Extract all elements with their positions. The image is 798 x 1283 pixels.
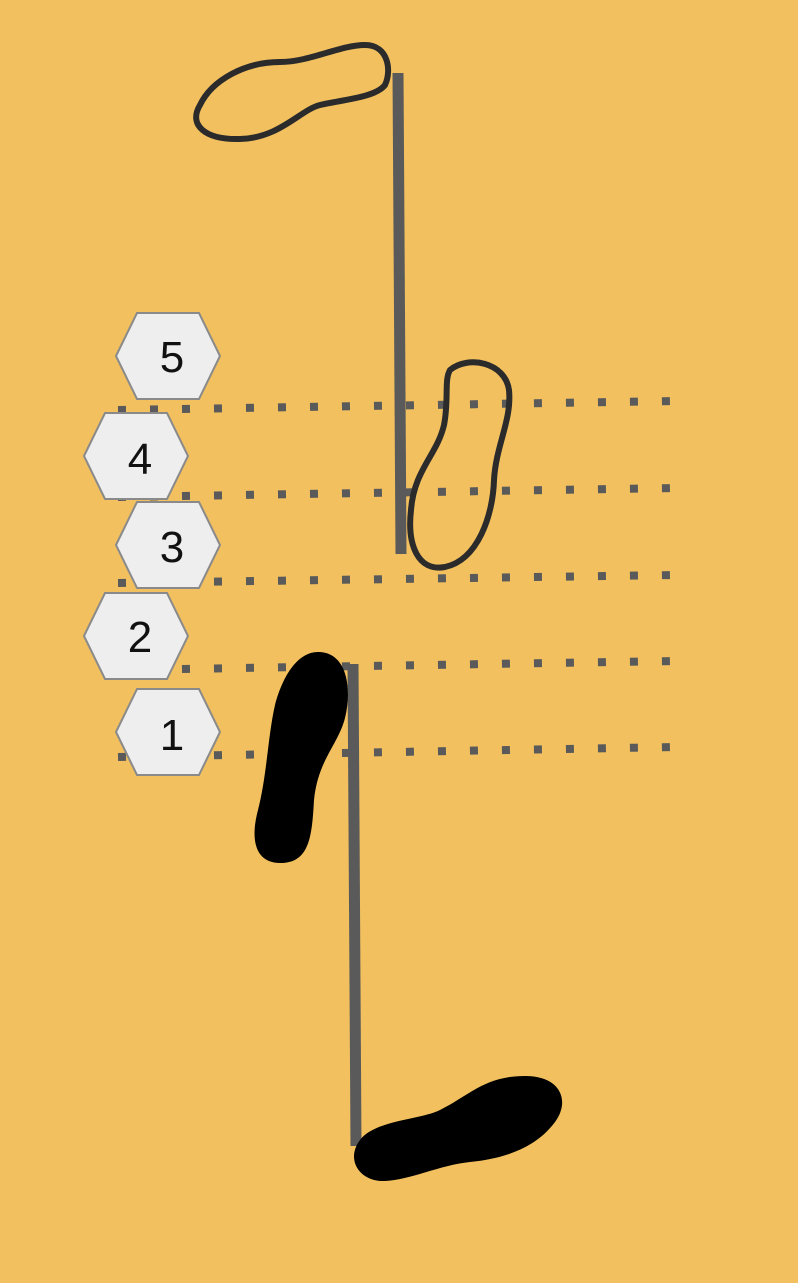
hexagon-shape xyxy=(114,312,222,400)
hexagon-shape xyxy=(114,501,222,589)
hex-label-3: 3 xyxy=(114,501,222,589)
hexagon-shape xyxy=(82,592,190,680)
hex-label-text: 4 xyxy=(128,435,152,484)
hexagon-shape xyxy=(114,688,222,776)
guide-line-lower xyxy=(347,663,362,1147)
hex-label-text: 3 xyxy=(160,523,184,572)
hex-label-1: 1 xyxy=(114,688,222,776)
footprint-filled-upright xyxy=(254,652,348,864)
guide-lines xyxy=(347,72,407,1147)
hex-label-5: 5 xyxy=(114,312,222,400)
hexagon-shape xyxy=(82,412,190,500)
hex-label-text: 2 xyxy=(128,613,152,662)
hex-label-4: 4 xyxy=(82,412,190,500)
count-line-2 xyxy=(117,657,676,674)
footprint-outline-upright xyxy=(407,359,513,571)
hex-label-text: 1 xyxy=(160,711,184,760)
footprint-filled-bottom xyxy=(354,1076,563,1182)
guide-line-upper xyxy=(392,72,407,555)
hex-label-2: 2 xyxy=(82,592,190,680)
hex-label-text: 5 xyxy=(160,333,184,382)
footprint-outline-top xyxy=(193,41,392,143)
